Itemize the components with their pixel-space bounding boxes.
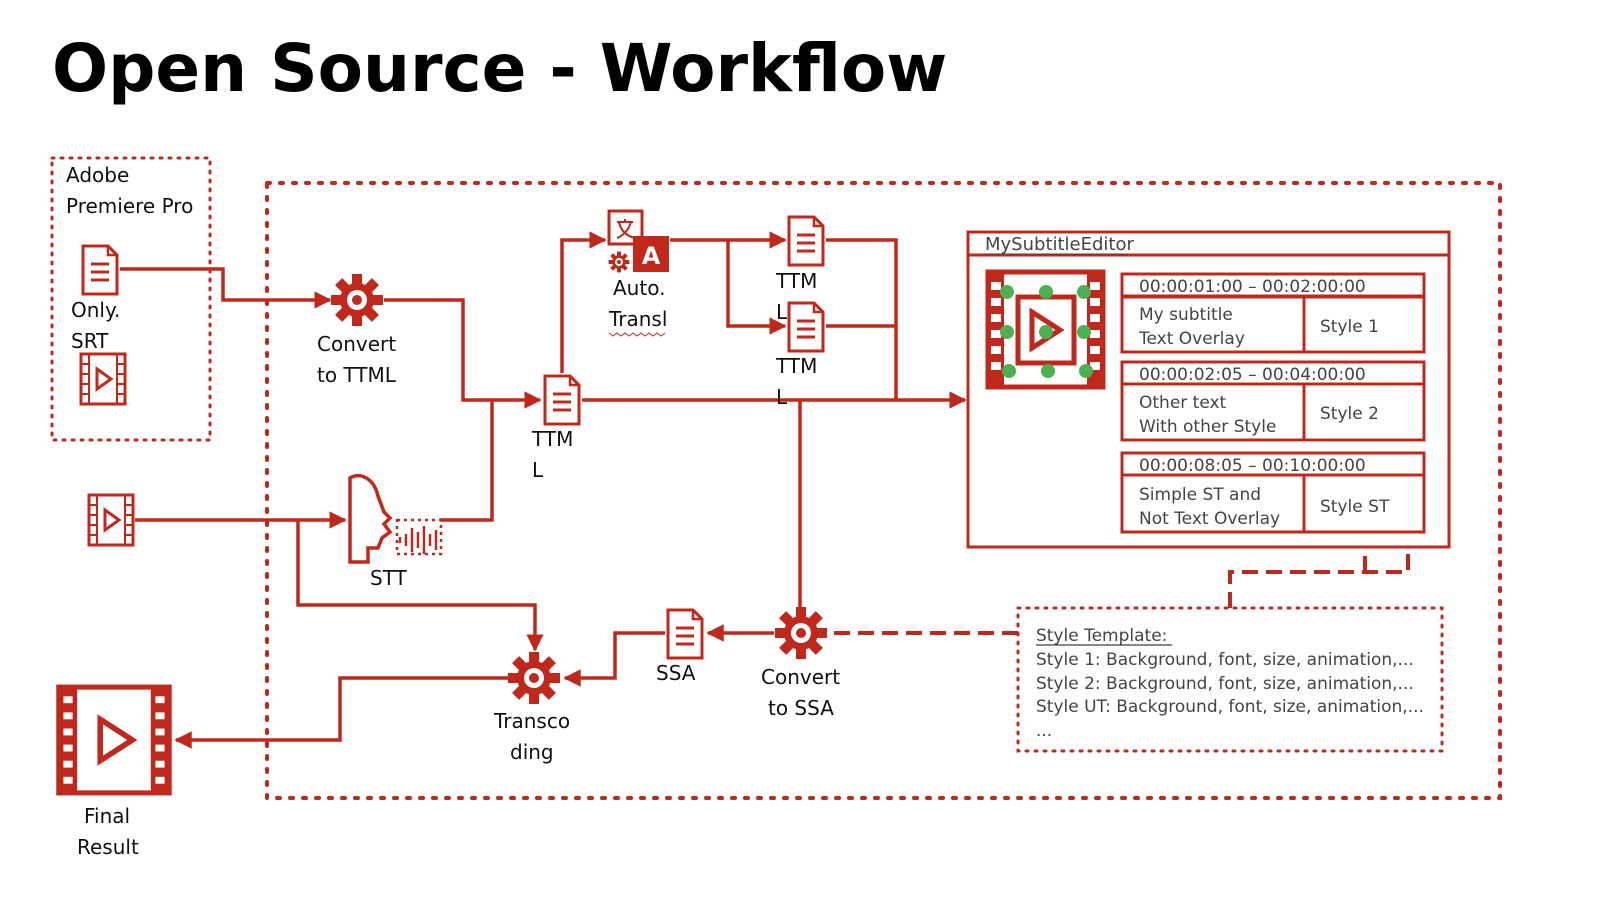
connector-ttml-top-to-editor: [826, 238, 898, 400]
auto-transl-line1: Auto.: [613, 276, 665, 300]
stt-label: STT: [370, 566, 408, 590]
premiere-container: [50, 156, 212, 442]
auto-transl-line2: Transl: [608, 307, 667, 331]
transcoding-line1: Transco: [493, 709, 570, 733]
convert-ssa-gear-icon: [775, 607, 827, 659]
editor-overlay-handles[interactable]: [1000, 285, 1093, 378]
connector-ssa-to-transcoding: [563, 631, 665, 687]
convert-ttml-gear-icon: [331, 274, 383, 326]
subtitle-row-3-style: Style ST: [1320, 497, 1390, 517]
convert-ssa-line2: to SSA: [768, 696, 834, 720]
editor-title: MySubtitleEditor: [985, 234, 1135, 255]
subtitle-row-1[interactable]: [1120, 272, 1426, 354]
ttml-main-line2: L: [532, 458, 544, 482]
spellcheck-underline: [608, 332, 666, 337]
subtitle-row-3-text-line1: Simple ST and: [1139, 485, 1261, 505]
connector-srt-to-convert: [120, 267, 332, 309]
ttml-top-line2: L: [776, 300, 788, 324]
connector-convert-to-ttml: [384, 298, 542, 409]
subtitle-row-2-time: 00:00:02:05 – 00:04:00:00: [1139, 365, 1366, 385]
subtitle-row-1-text-line1: My subtitle: [1139, 305, 1233, 325]
ssa-label: SSA: [656, 661, 696, 685]
premiere-label-line2: Premiere Pro: [66, 194, 193, 218]
premiere-label-line1: Adobe: [66, 163, 129, 187]
subtitle-row-1-time: 00:00:01:00 – 00:02:00:00: [1139, 277, 1366, 297]
style-template-line-1: Style 1: Background, font, size, animati…: [1036, 650, 1414, 670]
subtitle-row-2-text-line2: With other Style: [1139, 417, 1276, 437]
only-srt-line2: SRT: [71, 329, 109, 353]
subtitle-row-1-text-line2: Text Overlay: [1138, 329, 1245, 349]
ttml-file-icon: [543, 374, 581, 426]
style-template-line-3: Style UT: Background, font, size, animat…: [1036, 697, 1424, 717]
convert-ttml-line1: Convert: [317, 332, 396, 356]
transcoding-line2: ding: [510, 740, 554, 764]
convert-ssa-line1: Convert: [761, 665, 840, 689]
final-result-video-icon: [56, 684, 172, 796]
subtitle-row-2[interactable]: [1120, 360, 1426, 442]
final-result-line2: Result: [77, 835, 139, 859]
subtitle-row-2-style: Style 2: [1320, 404, 1379, 424]
ssa-file-icon: [666, 608, 704, 660]
source-video-icon: [87, 493, 135, 547]
subtitle-row-1-style: Style 1: [1320, 317, 1379, 337]
connector-transcoding-to-final: [174, 676, 508, 749]
subtitle-row-3-text-line2: Not Text Overlay: [1139, 509, 1280, 529]
ttml-mid-file-icon: [787, 301, 825, 353]
stt-head-icon: [348, 474, 393, 564]
convert-ttml-line2: to TTML: [317, 363, 397, 387]
style-template-heading: Style Template:: [1036, 626, 1167, 646]
srt-file-icon: [81, 244, 119, 296]
ttml-top-line1: TTM: [775, 269, 817, 293]
stt-soundwave-icon: [395, 518, 443, 556]
style-template-line-2: Style 2: Background, font, size, animati…: [1036, 674, 1414, 694]
connector-ttml-to-translate: [560, 231, 607, 373]
only-srt-line1: Only.: [71, 298, 120, 322]
style-template-line-4: ...: [1036, 721, 1052, 741]
premiere-video-icon: [79, 352, 127, 406]
final-result-line1: Final: [84, 804, 130, 828]
subtitle-row-2-text-line1: Other text: [1139, 393, 1227, 413]
ttml-mid-line1: TTM: [775, 354, 817, 378]
connector-video-to-transcoding: [296, 520, 544, 652]
ttml-mid-line2: L: [776, 385, 788, 409]
connector-translate-to-ttml-mid: [726, 240, 787, 335]
svg-text:A: A: [642, 242, 661, 270]
auto-translate-icon: A: [607, 209, 669, 273]
ttml-top-file-icon: [787, 215, 825, 267]
transcoding-gear-icon: [508, 652, 560, 704]
page-title: Open Source - Workflow: [52, 30, 948, 107]
subtitle-row-3-time: 00:00:08:05 – 00:10:00:00: [1139, 456, 1366, 476]
style-template-container: [1016, 606, 1444, 753]
connector-template-to-styles: [1228, 330, 1410, 608]
connector-stt-to-ttml: [440, 400, 494, 522]
ttml-main-line1: TTM: [531, 427, 573, 451]
subtitle-row-3[interactable]: [1120, 451, 1426, 534]
